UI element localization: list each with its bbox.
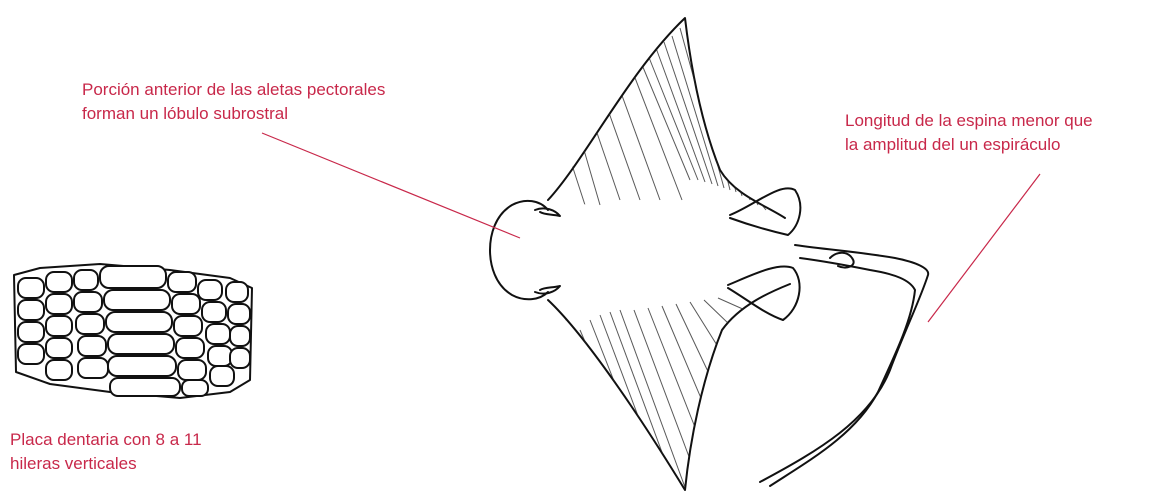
subrostral-lobe-outline <box>490 201 548 299</box>
tail-upper-edge <box>760 245 928 482</box>
subrostral-lobe-label-line-1: Porción anterior de las aletas pectorale… <box>82 78 385 102</box>
fin-shading <box>555 20 766 490</box>
spine-length-label-line-1: Longitud de la espina menor que <box>845 109 1093 133</box>
left-eye-notch <box>535 208 560 216</box>
lobe-leader-line <box>262 133 520 238</box>
dental-plate-label-line-2: hileras verticales <box>10 452 202 476</box>
dental-plate-label-line-1: Placa dentaria con 8 a 11 <box>10 428 202 452</box>
spine-length-label: Longitud de la espina menor que la ampli… <box>845 109 1093 157</box>
tail-lower-edge <box>770 258 915 486</box>
spine-length-label-line-2: la amplitud del un espiráculo <box>845 133 1093 157</box>
subrostral-lobe-label: Porción anterior de las aletas pectorale… <box>82 78 385 126</box>
lower-pectoral-fin-outline <box>548 284 790 490</box>
spine-leader-line <box>928 174 1040 322</box>
dental-plate-drawing <box>14 264 252 398</box>
eagle-ray-drawing <box>490 18 928 490</box>
dental-plate-label: Placa dentaria con 8 a 11 hileras vertic… <box>10 428 202 476</box>
upper-pelvic-fin <box>730 188 800 235</box>
subrostral-lobe-label-line-2: forman un lóbulo subrostral <box>82 102 385 126</box>
right-eye-notch <box>535 286 560 294</box>
